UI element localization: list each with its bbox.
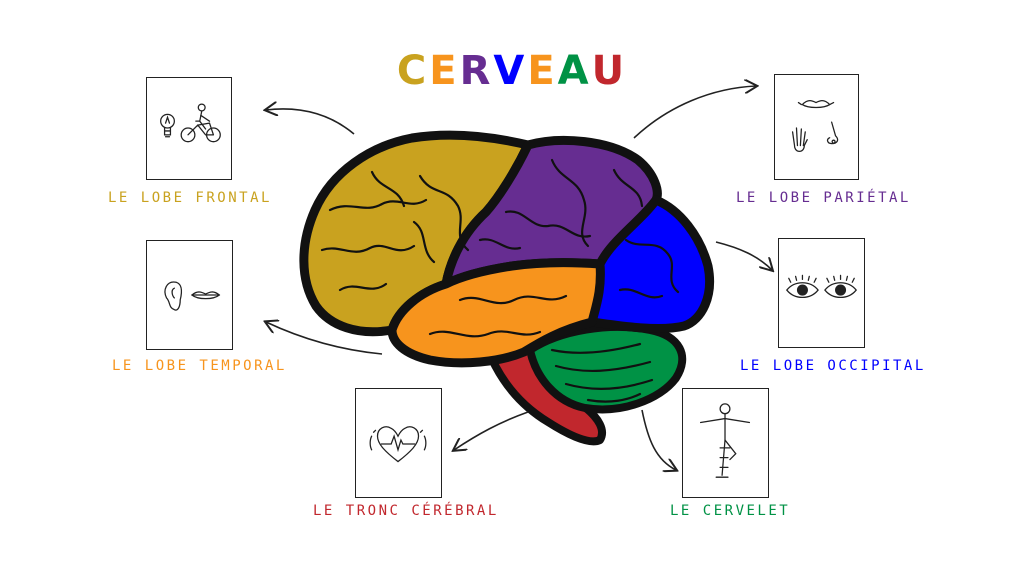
title-letter: U (591, 48, 628, 94)
nose-icon (826, 121, 839, 145)
brain-folds (320, 158, 680, 403)
arrow-brainstem (454, 411, 529, 450)
balancing-person-icon (699, 403, 751, 478)
label-cerebellum: LE CERVELET (670, 503, 791, 519)
eye-icon (786, 274, 819, 299)
title-letter: V (493, 48, 528, 94)
card-parietal (774, 74, 859, 180)
title-letter: A (557, 48, 592, 94)
diagram-title: CERVEAU (0, 48, 1024, 94)
hand-icon (791, 127, 808, 153)
title-letter: E (527, 48, 558, 94)
ear-icon (164, 281, 183, 311)
mouth-icon (797, 100, 835, 109)
title-letter: R (459, 48, 494, 94)
label-occipital: LE LOBE OCCIPITAL (740, 358, 926, 374)
cerebellum-region (526, 322, 687, 414)
arrows (266, 86, 772, 470)
label-parietal: LE LOBE PARIÉTAL (736, 190, 911, 206)
arrow-temporal (266, 322, 383, 355)
mouth-icon (190, 291, 221, 300)
card-occipital (778, 238, 865, 348)
eye-icon (824, 274, 857, 299)
heartbeat-icon (369, 426, 427, 463)
lightbulb-icon (160, 113, 175, 138)
label-frontal: LE LOBE FRONTAL (108, 190, 272, 206)
card-cerebellum (682, 388, 769, 498)
card-brainstem (355, 388, 442, 498)
arrow-cerebellum (641, 409, 676, 470)
card-temporal (146, 240, 233, 350)
arrow-frontal (266, 109, 355, 135)
label-temporal: LE LOBE TEMPORAL (112, 358, 287, 374)
card-frontal (146, 77, 232, 180)
occipital-lobe-region (587, 195, 714, 334)
temporal-lobe-region (387, 258, 605, 368)
title-letter: E (429, 48, 460, 94)
label-brainstem: LE TRONC CÉRÉBRAL (313, 503, 499, 519)
arrow-parietal (633, 86, 756, 139)
cyclist-icon (180, 103, 221, 143)
arrow-occipital (715, 241, 772, 270)
title-letter: C (396, 48, 430, 94)
